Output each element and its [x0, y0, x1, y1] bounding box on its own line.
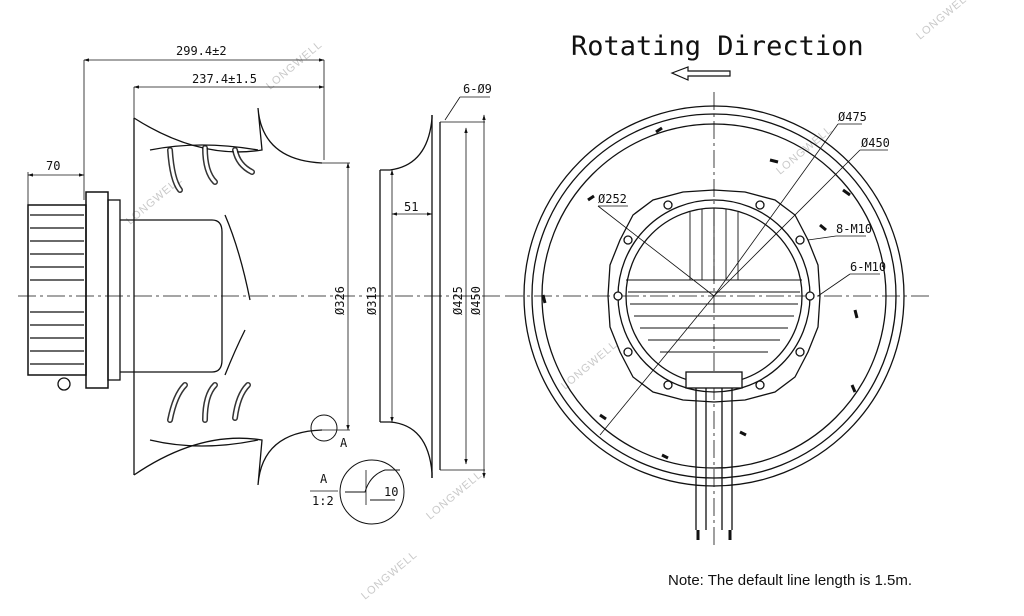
holes-label: 6-Ø9 [463, 82, 492, 96]
hub [120, 219, 223, 373]
watermark-text: LONGWELL [559, 339, 620, 393]
dia-425-label: Ø425 [451, 286, 465, 315]
front-view [505, 92, 930, 548]
watermark-text: LONGWELL [264, 39, 325, 93]
rotating-direction-title: Rotating Direction [571, 31, 864, 62]
watermarks: LONGWELL LONGWELL LONGWELL LONGWELL LONG… [124, 0, 975, 602]
dia-313-label: Ø313 [365, 286, 379, 315]
watermark-text: LONGWELL [914, 0, 975, 42]
detail-label: A [320, 472, 328, 486]
front-view-labels: Ø475 Ø450 Ø252 8-M10 6-M10 [598, 110, 890, 274]
watermark-text: LONGWELL [424, 469, 485, 523]
rotation-arrow [670, 66, 731, 81]
motor-heatsink [27, 191, 121, 391]
bolts-6m10-label: 6-M10 [850, 260, 886, 274]
dia-450-front-label: Ø450 [861, 136, 890, 150]
overall-length-label: 299.4±2 [176, 44, 227, 58]
bolts-8m10-label: 8-M10 [836, 222, 872, 236]
dia-252-label: Ø252 [598, 192, 627, 206]
detail-scale-label: 1:2 [312, 494, 334, 508]
dia-475-label: Ø475 [838, 110, 867, 124]
outer-ring [523, 105, 905, 487]
impeller-bottom-shroud [133, 429, 323, 486]
detail-ref-label: A [340, 436, 348, 450]
dia-326-label: Ø326 [333, 286, 347, 315]
impeller-length-label: 237.4±1.5 [192, 72, 257, 86]
impeller-top-shroud [133, 107, 323, 475]
inlet-ring [380, 115, 433, 478]
detail-dim-label: 10 [384, 485, 398, 499]
ring-depth-label: 51 [404, 200, 418, 214]
side-view-labels: 299.4±2 237.4±1.5 70 Ø326 Ø313 Ø425 Ø450… [46, 44, 492, 508]
motor-depth-label: 70 [46, 159, 60, 173]
side-view: A [18, 58, 500, 525]
dia-450-label: Ø450 [469, 286, 483, 315]
watermark-text: LONGWELL [359, 549, 420, 603]
line-length-note: Note: The default line length is 1.5m. [668, 572, 912, 589]
